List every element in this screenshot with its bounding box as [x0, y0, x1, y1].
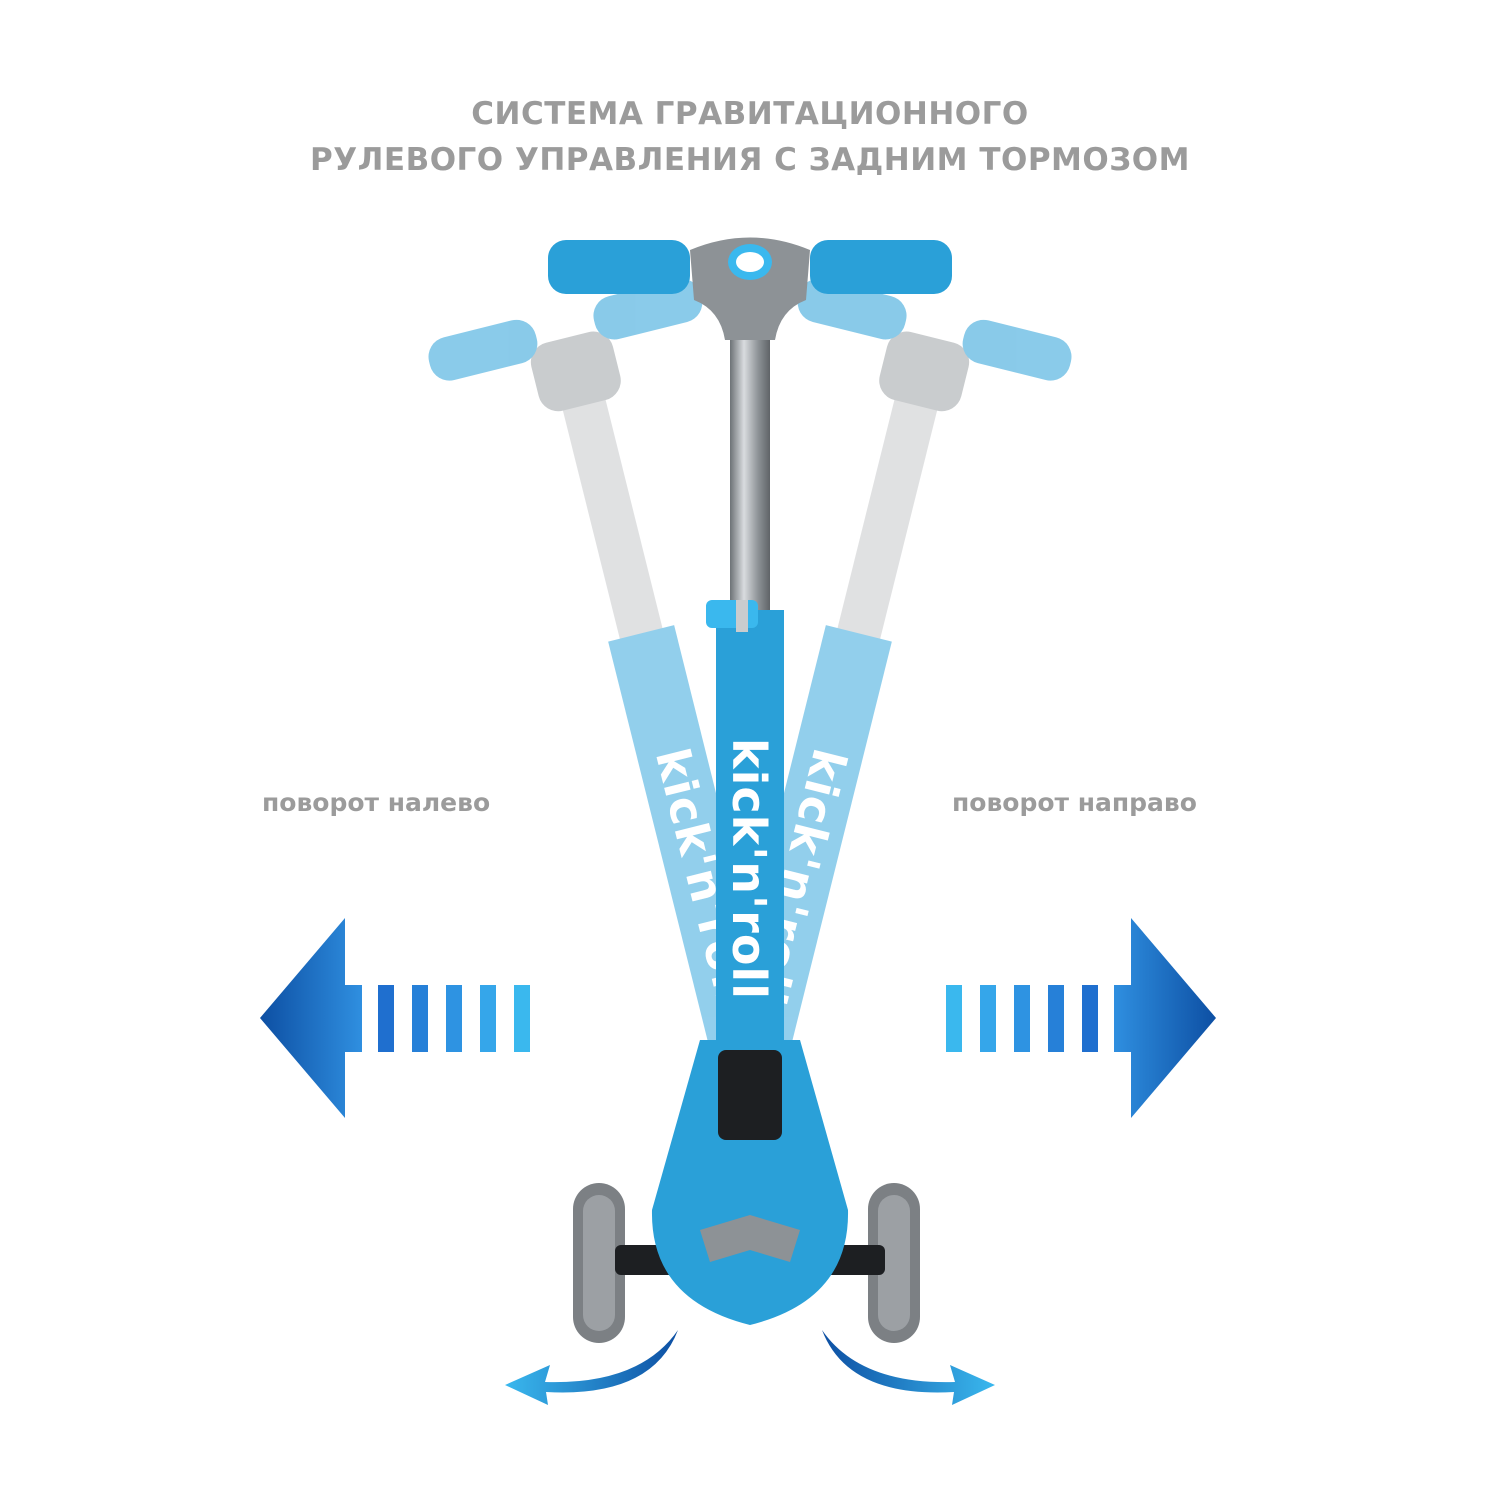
curved-arrow-left-icon: [505, 1330, 678, 1405]
brand-text: kick'n'roll: [722, 738, 776, 1000]
handlebar: [548, 237, 952, 340]
left-wheel: [573, 1183, 625, 1343]
title-line-1: СИСТЕМА ГРАВИТАЦИОННОГО: [471, 96, 1029, 132]
height-clamp: [706, 600, 758, 628]
steering-column: kick'n'roll: [706, 330, 784, 1050]
turn-left-label: поворот налево: [262, 788, 491, 817]
deck-chevron: [700, 1215, 800, 1262]
left-arrow-icon: [260, 918, 530, 1118]
fork-clamp: [718, 1050, 782, 1140]
turn-right-label: поворот направо: [952, 788, 1197, 817]
right-grip: [810, 240, 952, 294]
scooter-deck: [651, 1040, 849, 1325]
right-arrow-icon: [946, 918, 1216, 1118]
title-line-2: РУЛЕВОГО УПРАВЛЕНИЯ С ЗАДНИМ ТОРМОЗОМ: [310, 142, 1190, 178]
curved-arrow-right-icon: [822, 1330, 995, 1405]
right-wheel: [868, 1183, 920, 1343]
left-grip: [548, 240, 690, 294]
